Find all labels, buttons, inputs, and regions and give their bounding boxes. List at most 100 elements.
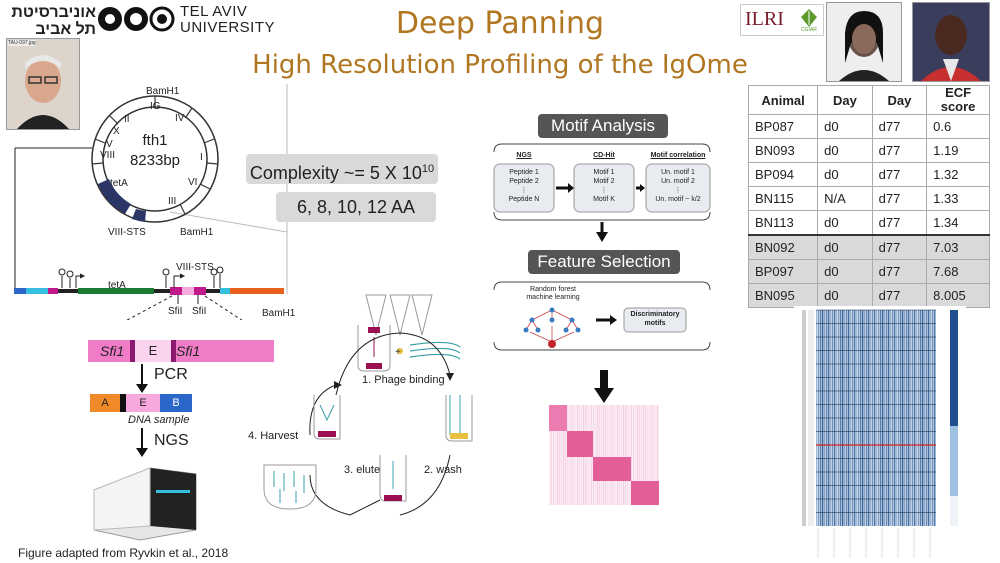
- peptide-2: Peptide 2: [509, 178, 539, 185]
- ilri-logo-text: ILRI: [745, 8, 784, 30]
- un-motif-2: Un. motif 2: [661, 178, 695, 185]
- construct-label-bamh1: BamH1: [262, 308, 296, 319]
- logo-hebrew-line2: תל אביב: [35, 21, 96, 38]
- col-animal: Animal: [747, 85, 819, 115]
- table-cell: BP097: [747, 259, 819, 284]
- peptide-n: Peptide N: [508, 196, 540, 203]
- logo-tau-line2: UNIVERSITY: [180, 19, 276, 36]
- linear-construct: [14, 266, 284, 320]
- table-cell: d77: [871, 162, 928, 187]
- step-wash: 2. wash: [424, 464, 462, 476]
- dna-sample-label: DNA sample: [128, 414, 190, 426]
- sample-b: B: [160, 394, 192, 412]
- logo-tau-line1: TEL AVIV: [180, 3, 248, 20]
- svg-text:+: +: [395, 347, 401, 358]
- cgiar-text: CGIAR: [801, 27, 817, 33]
- plasmid-label-teta: tetA: [110, 178, 128, 189]
- table-cell: d0: [817, 162, 873, 187]
- arrow-down-icon-2: [136, 428, 148, 457]
- plasmid-label-ii: II: [124, 114, 130, 125]
- table-cell: N/A: [817, 186, 873, 211]
- table-cell: BN093: [747, 138, 819, 163]
- un-motif-1: Un. motif 1: [661, 169, 695, 176]
- table-cell: d0: [817, 210, 873, 236]
- discriminatory-motifs-label: Discriminatory motifs: [630, 311, 680, 327]
- tau-english-logo: TEL AVIV UNIVERSITY: [180, 4, 275, 36]
- arrow-down-icon: [136, 364, 148, 393]
- insert-sfi-left: Sfi1: [100, 343, 125, 359]
- researcher-photo-2: [826, 2, 902, 82]
- table-cell: BN092: [747, 234, 819, 260]
- table-cell: d0: [817, 234, 873, 260]
- plasmid-label-bamh1-bottom: BamH1: [180, 227, 214, 238]
- researcher-photo-1: TAU-097.jpg: [6, 38, 80, 130]
- cdhit-column-items: Motif 1 Motif 2 ⋮ Motif K: [574, 168, 634, 204]
- antibody-heatmap: [794, 306, 966, 562]
- plasmid-label-viii: VIII: [100, 150, 116, 161]
- table-cell: 8.005: [926, 283, 990, 308]
- plasmid-name: fth1: [142, 132, 168, 149]
- peptide-length-box: 6, 8, 10, 12 AA: [276, 192, 436, 222]
- table-cell: 0.6: [926, 114, 990, 139]
- sequencer-icon: [93, 467, 197, 541]
- tau-hebrew-logo: אוניברסיטת תל אביב: [6, 4, 96, 38]
- un-motif-k: Un. motif ~ k/2: [655, 196, 701, 203]
- un-motif-dots: ⋮: [674, 187, 682, 194]
- panning-cycle: +: [263, 294, 473, 516]
- motif-dots: ⋮: [600, 187, 608, 194]
- pcr-label: PCR: [154, 366, 188, 383]
- plasmid-label-iv: IV: [175, 113, 185, 124]
- figure-caption: Figure adapted from Ryvkin et al., 2018: [18, 546, 229, 560]
- table-cell: d77: [871, 259, 928, 284]
- plasmid-map: [14, 84, 288, 294]
- complexity-box: Complexity ~= 5 X 1010: [246, 154, 438, 184]
- col-day-2: Day: [871, 85, 928, 115]
- slide-title: Deep Panning: [395, 6, 605, 41]
- table-cell: BN095: [747, 283, 819, 308]
- step-phage-binding: 1. Phage binding: [362, 374, 445, 386]
- col-day-1: Day: [817, 85, 873, 115]
- insert-bar: Sfi1 E Sfi1: [88, 340, 274, 362]
- table-cell: BP094: [747, 162, 819, 187]
- table-cell: d77: [871, 283, 928, 308]
- feature-selection-heading: Feature Selection: [528, 250, 680, 274]
- feature-selection-diagram: [493, 281, 711, 351]
- ngs-column-items: Peptide 1 Peptide 2 ⋮ Peptide N: [494, 168, 554, 204]
- table-cell: 1.34: [926, 210, 990, 236]
- construct-label-sfi-left: SfiI: [168, 306, 183, 317]
- correlation-column-items: Un. motif 1 Un. motif 2 ⋮ Un. motif ~ k/…: [646, 168, 710, 204]
- random-forest-label: Random forest machine learning: [526, 286, 580, 301]
- table-cell: BN113: [747, 210, 819, 236]
- photo-tag: TAU-097.jpg: [8, 40, 36, 46]
- person-silhouette-icon: [7, 39, 79, 129]
- table-cell: d0: [817, 283, 873, 308]
- motif-2: Motif 2: [593, 178, 615, 185]
- table-cell: 1.32: [926, 162, 990, 187]
- plasmid-label-i: I: [200, 152, 203, 163]
- table-cell: BN115: [747, 186, 819, 211]
- motif-heatmap: [549, 405, 659, 505]
- dna-sample-bar: A E B: [90, 394, 192, 412]
- correlation-column-head: Motif correlation: [650, 152, 706, 159]
- table-cell: d0: [817, 259, 873, 284]
- table-cell: d0: [817, 138, 873, 163]
- table-cell: 7.03: [926, 234, 990, 260]
- table-header-row: Animal Day Day ECF score: [747, 85, 990, 115]
- person-silhouette-icon: [827, 3, 901, 81]
- viii-sts-segment: [132, 209, 146, 222]
- motif-k: Motif K: [593, 196, 615, 203]
- construct-label-sfi-right: SfiI: [192, 306, 207, 317]
- complexity-text: Complexity ~= 5 X 10: [249, 163, 422, 183]
- plasmid-label-vi: VI: [188, 177, 198, 188]
- ngs-column-head: NGS: [516, 152, 532, 159]
- plasmid-label-iii: III: [168, 196, 177, 207]
- construct-label-viii-sts: VIII-STS: [176, 262, 214, 273]
- logo-hebrew-line1: אוניברסיטת: [11, 4, 96, 21]
- insert-sfi-right: Sfi1: [176, 343, 201, 359]
